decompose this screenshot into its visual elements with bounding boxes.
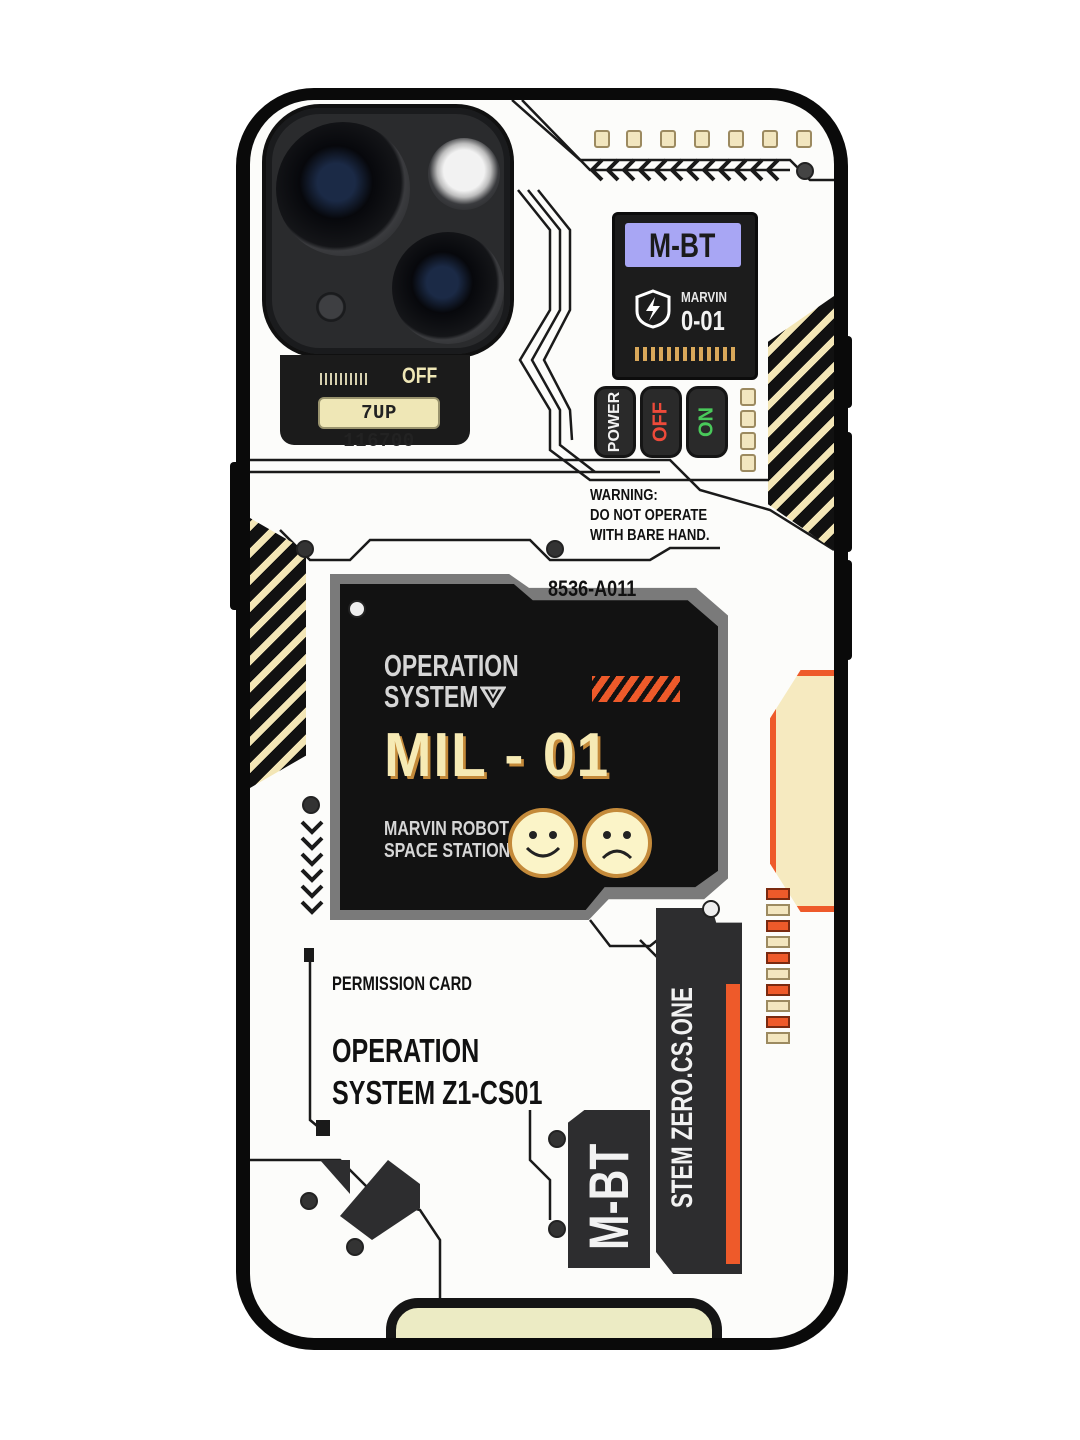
mbt-vertical-text: M-BT bbox=[577, 1143, 640, 1250]
camera-module bbox=[266, 108, 510, 354]
module-card-title: M-BT bbox=[649, 227, 716, 265]
triangle-v-icon bbox=[480, 686, 506, 708]
screw-icon bbox=[300, 1192, 318, 1210]
screw-icon bbox=[302, 796, 320, 814]
hazard-stripe-panel-right bbox=[768, 296, 834, 550]
camera-code-display: 7UP 116700 bbox=[318, 397, 440, 452]
volume-button-left bbox=[230, 462, 240, 610]
hazard-stripe-panel-left bbox=[250, 518, 306, 788]
warning-line-1: WARNING: bbox=[590, 487, 658, 504]
screw-icon bbox=[548, 1130, 566, 1148]
module-card-bars bbox=[635, 347, 735, 361]
on-label: ON bbox=[695, 407, 718, 437]
os-line-2: SYSTEM bbox=[384, 679, 479, 714]
camera-lens-main bbox=[276, 122, 410, 256]
camera-lens-secondary bbox=[392, 232, 504, 344]
lightning-shield-icon bbox=[635, 289, 671, 329]
mbt-vertical-panel bbox=[568, 1110, 650, 1268]
off-switch: OFF bbox=[640, 386, 682, 458]
screw-icon bbox=[296, 540, 314, 558]
os-line-1: OPERATION bbox=[384, 648, 519, 683]
stem-text: STEM ZERO.CS.ONE bbox=[666, 987, 699, 1208]
main-model-text: MIL - 01 bbox=[384, 721, 611, 790]
station-label: MARVIN ROBOT SPACE STATION bbox=[384, 818, 510, 862]
screw-icon bbox=[548, 1220, 566, 1238]
module-card-title-bg bbox=[625, 223, 741, 267]
power-switch: POWER bbox=[594, 386, 636, 458]
happy-face-icon bbox=[508, 808, 578, 878]
permission-label: PERMISSION CARD bbox=[332, 974, 472, 995]
warning-text: WARNING: DO NOT OPERATE WITH BARE HAND. bbox=[590, 486, 710, 546]
screw-icon bbox=[346, 1238, 364, 1256]
warning-line-2: DO NOT OPERATE bbox=[590, 507, 708, 524]
permission-line-1: OPERATION bbox=[332, 1032, 480, 1069]
permission-title: OPERATION SYSTEM Z1-CS01 bbox=[332, 1030, 542, 1114]
module-card: M-BT MARVIN 0-01 bbox=[612, 212, 758, 380]
chevron-down-icon bbox=[300, 820, 324, 915]
sad-face-icon bbox=[582, 808, 652, 878]
camera-status-text: OFF bbox=[402, 363, 438, 388]
camera-mic bbox=[316, 292, 346, 322]
main-screen-serial: 8536-A011 bbox=[548, 576, 637, 601]
station-line-1: MARVIN ROBOT bbox=[384, 818, 510, 840]
permission-line-2: SYSTEM Z1-CS01 bbox=[332, 1074, 543, 1111]
warning-line-3: WITH BARE HAND. bbox=[590, 527, 710, 544]
module-card-model: 0-01 bbox=[681, 305, 725, 336]
case-artwork: OFF 7UP 116700 M-BT MARVIN 0-01 bbox=[250, 100, 834, 1338]
orange-hazard-badge bbox=[592, 676, 680, 702]
power-label: POWER bbox=[606, 391, 623, 453]
stem-accent bbox=[726, 984, 740, 1264]
screw-icon bbox=[546, 540, 564, 558]
os-label: OPERATION SYSTEM bbox=[384, 650, 519, 712]
bottom-cream-tab bbox=[386, 1298, 722, 1338]
camera-status-tag: OFF 7UP 116700 bbox=[280, 355, 470, 452]
orange-hex-panel bbox=[770, 670, 834, 912]
off-label: OFF bbox=[649, 402, 672, 442]
module-card-brand: MARVIN bbox=[681, 289, 727, 306]
station-line-2: SPACE STATION bbox=[384, 840, 511, 862]
chevron-left-icon bbox=[590, 158, 780, 182]
circuit-lines bbox=[250, 100, 834, 1338]
screw-icon bbox=[348, 600, 366, 618]
tick-bars bbox=[320, 373, 370, 385]
screw-icon bbox=[796, 162, 814, 180]
screw-icon bbox=[702, 900, 720, 918]
on-switch: ON bbox=[686, 386, 728, 458]
camera-flash bbox=[428, 138, 500, 210]
